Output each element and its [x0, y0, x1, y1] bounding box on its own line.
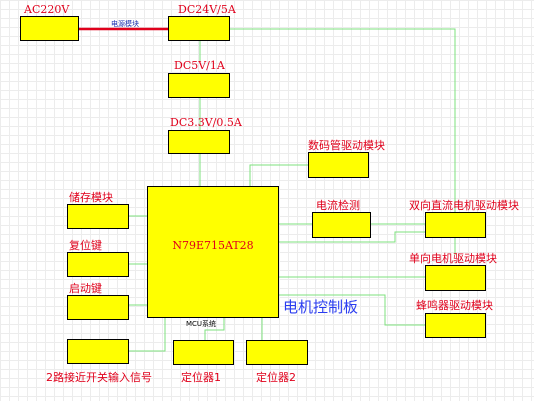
- wire-led-to-mcu: [249, 164, 308, 186]
- power-module-label: 电源模块: [111, 20, 139, 28]
- wire-dc24-to-dual-motor: [230, 28, 456, 212]
- storage-block: [67, 204, 129, 229]
- reset-key-label: 复位键: [69, 239, 102, 252]
- dc5-label: DC5V/1A: [174, 59, 225, 72]
- dc5-block: [168, 73, 230, 98]
- dc33-label: DC3.3V/0.5A: [170, 116, 242, 129]
- wire-mcu-to-buzzer: [279, 294, 425, 326]
- ac220-block: [20, 16, 79, 41]
- wire-locator1-to-mcu: [204, 318, 225, 340]
- dc33-block: [168, 130, 230, 154]
- proximity-input-block: [67, 339, 129, 364]
- mcu-name-label: N79E715AT28: [172, 239, 254, 252]
- led-driver-block: [308, 152, 369, 178]
- ac220-label: AC220V: [24, 3, 70, 16]
- locator2-label: 定位器2: [256, 371, 296, 384]
- dc24-block: [168, 16, 230, 41]
- board-title: 电机控制板: [283, 298, 359, 316]
- wire-proximity-to-mcu: [128, 318, 166, 352]
- start-key-block: [67, 295, 129, 320]
- locator1-label: 定位器1: [181, 371, 221, 384]
- proximity-input-label: 2路接近开关输入信号: [46, 371, 152, 384]
- current-detect-block: [312, 212, 371, 238]
- single-motor-block: [425, 265, 486, 291]
- storage-label: 储存模块: [69, 191, 113, 204]
- wire-mcu-to-dual-motor: [279, 231, 425, 243]
- reset-key-block: [67, 252, 129, 277]
- buzzer-block: [425, 313, 486, 338]
- dc24-label: DC24V/5A: [178, 3, 236, 16]
- led-driver-label: 数码管驱动模块: [308, 139, 385, 152]
- single-motor-label: 单向电机驱动模块: [409, 252, 497, 265]
- buzzer-label: 蜂鸣器驱动模块: [416, 299, 493, 312]
- start-key-label: 启动键: [69, 282, 102, 295]
- locator1-block: [173, 340, 234, 365]
- dual-motor-label: 双向直流电机驱动模块: [409, 199, 519, 212]
- current-detect-label: 电流检测: [316, 199, 360, 212]
- locator2-block: [246, 340, 308, 365]
- mcu-block: N79E715AT28: [147, 186, 279, 318]
- mcu-system-label: MCU系统: [186, 320, 217, 328]
- dual-motor-block: [425, 212, 486, 238]
